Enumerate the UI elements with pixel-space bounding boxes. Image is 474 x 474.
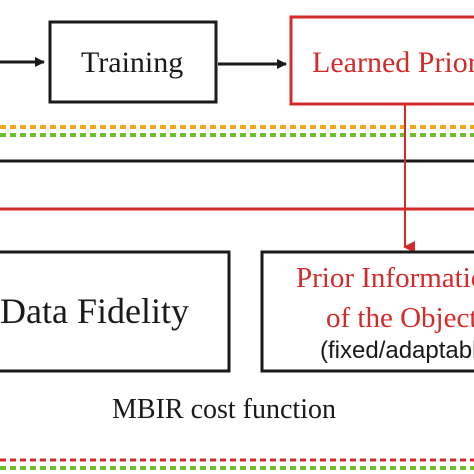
data-fidelity-label: Data Fidelity (0, 291, 189, 331)
data-fidelity-box (0, 250, 231, 373)
prior-info-line1: Prior Information (296, 262, 474, 294)
learned-prior-box (289, 15, 474, 106)
prior-info-line2: of the Object (326, 302, 474, 334)
prior-info-box (260, 250, 474, 373)
learned-prior-label: Learned Prior (312, 46, 474, 79)
prior-info-line3: (fixed/adaptable) (320, 337, 474, 364)
training-label: Training (81, 46, 184, 79)
training-box (48, 20, 218, 104)
cost-function-label: MBIR cost function (112, 394, 336, 425)
